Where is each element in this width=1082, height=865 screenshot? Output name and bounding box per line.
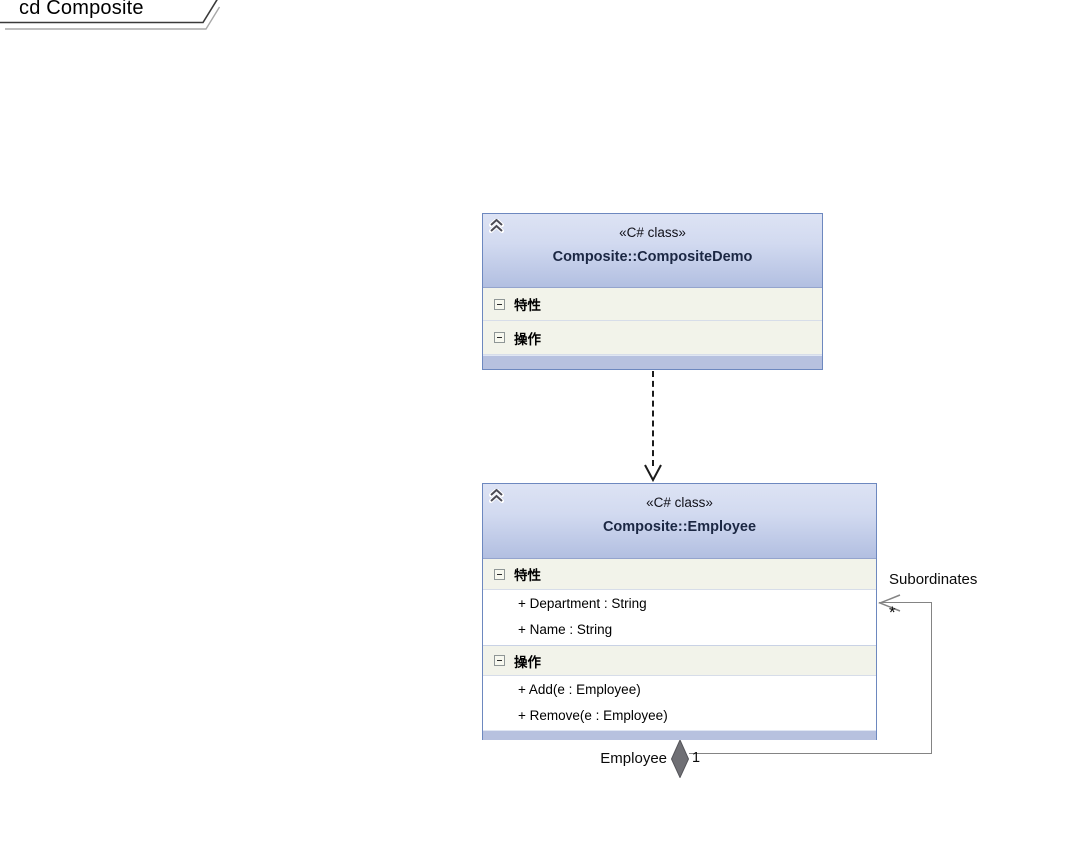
open-arrowhead-down-icon — [644, 464, 662, 482]
dependency-connector[interactable] — [652, 371, 654, 466]
minus-box-icon[interactable] — [494, 655, 505, 666]
collapse-chevron-icon[interactable] — [489, 219, 504, 233]
compartment-operations[interactable]: 操作 — [483, 646, 876, 676]
attribute-row[interactable]: + Department : String — [518, 596, 647, 611]
compartment-label: 特性 — [514, 568, 541, 583]
attribute-row[interactable]: + Name : String — [518, 622, 613, 637]
class-header: «C# class» Composite::Employee — [483, 484, 876, 559]
class-header: «C# class» Composite::CompositeDemo — [483, 214, 822, 288]
compartment-label: 操作 — [514, 654, 541, 670]
compartment-attributes[interactable]: 特性 — [483, 559, 876, 590]
frame-pentagon — [0, 0, 221, 30]
association-line-bottom[interactable] — [689, 753, 932, 754]
open-arrowhead-left-icon — [877, 594, 901, 612]
box-footer-strip — [483, 355, 822, 369]
box-footer-strip — [483, 730, 876, 740]
source-role-label: Employee — [600, 750, 667, 767]
target-multiplicity-label: * — [889, 603, 896, 622]
compartment-label: 操作 — [514, 331, 541, 347]
compartment-attributes[interactable]: 特性 — [483, 288, 822, 321]
operation-row[interactable]: + Add(e : Employee) — [518, 682, 641, 697]
class-stereotype: «C# class» — [619, 225, 686, 240]
class-name: Composite::Employee — [602, 519, 757, 535]
association-name-label: Subordinates — [889, 571, 978, 588]
frame-label: cd Composite — [19, 0, 144, 19]
operations-list: + Add(e : Employee) + Remove(e : Employe… — [483, 676, 876, 730]
minus-box-icon[interactable] — [494, 332, 505, 343]
minus-box-icon[interactable] — [494, 568, 505, 580]
association-line-right[interactable] — [931, 602, 932, 754]
aggregation-diamond-icon — [670, 740, 690, 778]
attributes-list: + Department : String + Name : String — [483, 590, 876, 646]
source-multiplicity-label: 1 — [692, 750, 701, 766]
compartment-operations[interactable]: 操作 — [483, 321, 822, 355]
class-box-compositedemo[interactable]: «C# class» Composite::CompositeDemo 特性 操… — [482, 213, 823, 370]
minus-box-icon[interactable] — [494, 298, 505, 310]
association-line-top[interactable] — [879, 602, 932, 603]
class-name: Composite::CompositeDemo — [552, 249, 753, 265]
class-box-employee[interactable]: «C# class» Composite::Employee 特性 + Depa… — [482, 483, 877, 740]
operation-row[interactable]: + Remove(e : Employee) — [518, 708, 668, 723]
collapse-chevron-icon[interactable] — [489, 489, 504, 503]
class-stereotype: «C# class» — [646, 495, 713, 510]
compartment-label: 特性 — [514, 298, 541, 313]
